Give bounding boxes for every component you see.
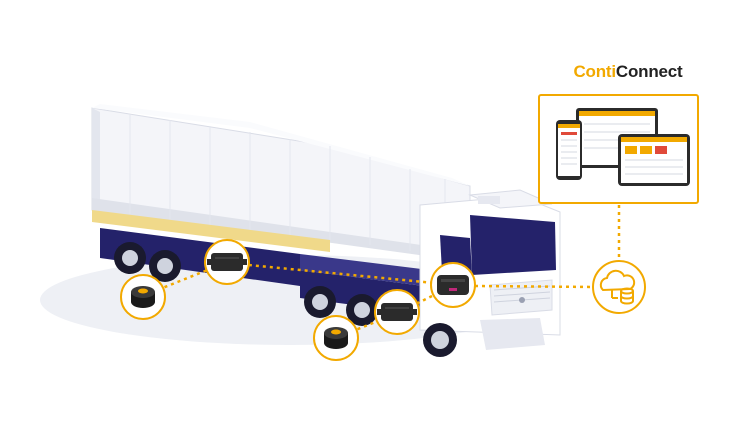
wheels	[114, 242, 457, 357]
wheel	[346, 294, 378, 326]
wheel	[114, 242, 146, 274]
tire-sensor-icon	[313, 315, 359, 361]
wheel	[304, 286, 336, 318]
receiver-unit-icon	[204, 239, 250, 285]
brand-name-part2: Connect	[615, 62, 683, 81]
connection-line	[227, 261, 456, 287]
brand-name-part1: Conti	[573, 62, 616, 81]
devices-dashboard-icon	[538, 94, 699, 204]
tire-sensor-icon	[120, 274, 166, 320]
trailer	[91, 104, 471, 263]
cloud-database-icon	[592, 260, 646, 314]
control-unit-icon	[430, 262, 476, 308]
wheel	[149, 250, 181, 282]
contyconnect-logo: ContiConnect	[553, 62, 703, 82]
receiver-unit-icon	[374, 289, 420, 335]
connection-line	[474, 284, 597, 289]
wheel	[423, 323, 457, 357]
